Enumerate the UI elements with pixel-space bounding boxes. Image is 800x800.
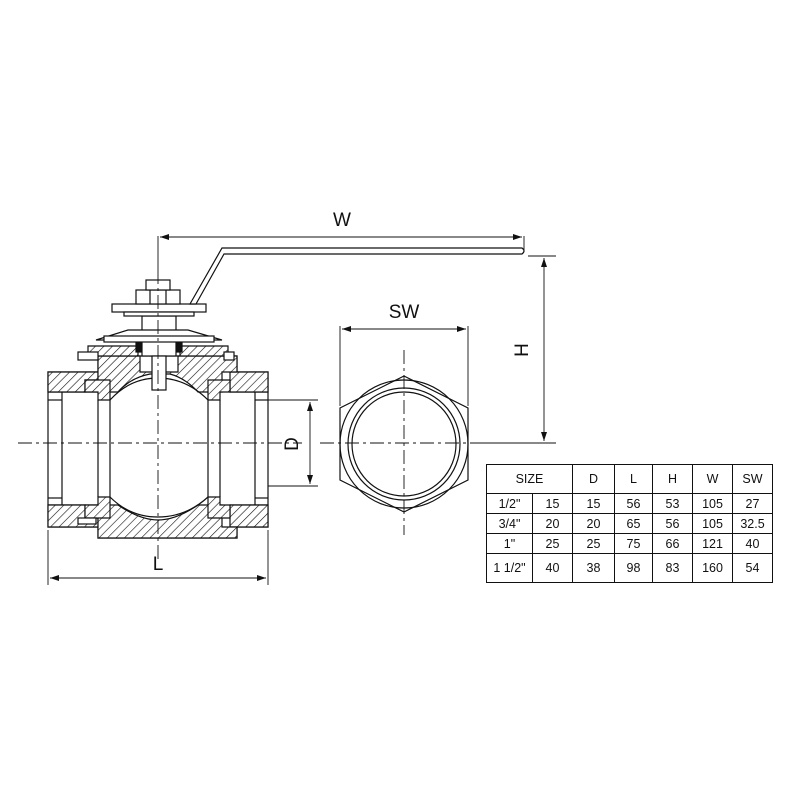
table-row: 1" 25 25 75 66 121 40 — [486, 533, 773, 554]
cell-size: 1" — [486, 533, 533, 554]
cell-sw: 27 — [732, 493, 773, 514]
label-l: L — [153, 554, 164, 575]
cell-l: 65 — [614, 513, 653, 534]
cell-h: 53 — [652, 493, 693, 514]
cell-dn: 20 — [532, 513, 573, 534]
cell-size: 1 1/2" — [486, 553, 533, 583]
cell-l: 56 — [614, 493, 653, 514]
cell-w: 121 — [692, 533, 733, 554]
cell-h: 56 — [652, 513, 693, 534]
table-header-row: SIZE D L H W SW — [486, 464, 773, 494]
cell-d: 38 — [572, 553, 615, 583]
hex-end-view — [339, 375, 469, 513]
cell-sw: 32.5 — [732, 513, 773, 534]
handle-lever — [188, 247, 525, 305]
table-row: 1/2" 15 15 56 53 105 27 — [486, 493, 773, 514]
cell-h: 66 — [652, 533, 693, 554]
cell-dn: 25 — [532, 533, 573, 554]
label-sw: SW — [389, 302, 420, 323]
cell-d: 25 — [572, 533, 615, 554]
header-size: SIZE — [486, 464, 573, 494]
cell-size: 3/4" — [486, 513, 533, 534]
valve-section-view — [47, 279, 269, 539]
cell-sw: 40 — [732, 533, 773, 554]
header-w: W — [692, 464, 733, 494]
header-h: H — [652, 464, 693, 494]
label-h: H — [512, 343, 533, 357]
header-l: L — [614, 464, 653, 494]
label-d: D — [282, 437, 303, 451]
table-row: 3/4" 20 20 65 56 105 32.5 — [486, 513, 773, 534]
dimension-table: SIZE D L H W SW 1/2" 15 15 56 53 105 27 … — [486, 464, 773, 583]
cell-l: 98 — [614, 553, 653, 583]
cell-d: 20 — [572, 513, 615, 534]
header-sw: SW — [732, 464, 773, 494]
cell-dn: 40 — [532, 553, 573, 583]
cell-d: 15 — [572, 493, 615, 514]
header-d: D — [572, 464, 615, 494]
cell-h: 83 — [652, 553, 693, 583]
label-w: W — [333, 210, 351, 231]
cell-w: 160 — [692, 553, 733, 583]
cell-dn: 15 — [532, 493, 573, 514]
cell-sw: 54 — [732, 553, 773, 583]
cell-w: 105 — [692, 513, 733, 534]
cell-size: 1/2" — [486, 493, 533, 514]
table-row: 1 1/2" 40 38 98 83 160 54 — [486, 553, 773, 583]
cell-w: 105 — [692, 493, 733, 514]
cell-l: 75 — [614, 533, 653, 554]
